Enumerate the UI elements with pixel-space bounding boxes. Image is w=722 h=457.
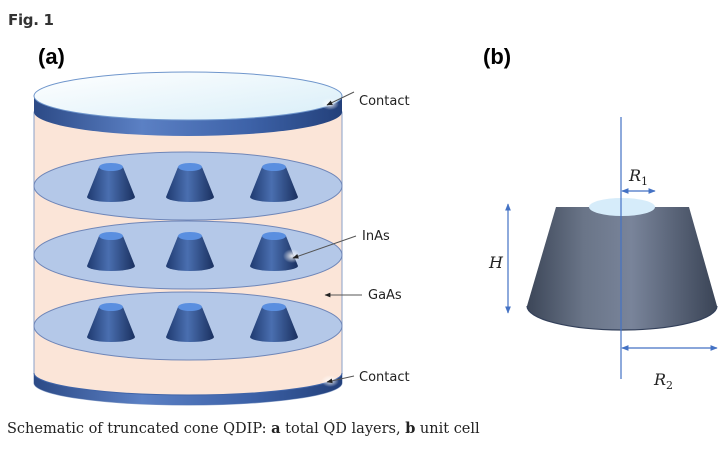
inas-arrow	[292, 235, 357, 259]
bottom-contact-label: Contact	[359, 370, 410, 385]
quantum-dot	[250, 232, 298, 271]
caption-b-text: unit cell	[415, 421, 480, 437]
quantum-dot	[87, 163, 135, 202]
inas-glow	[283, 249, 301, 263]
top-contact-arrow	[326, 91, 355, 106]
quantum-dot	[166, 303, 214, 342]
truncated-cone	[526, 198, 718, 331]
height-label: H	[488, 253, 504, 272]
quantum-dot	[250, 163, 298, 202]
qd-layers	[33, 151, 343, 361]
quantum-dot	[87, 303, 135, 342]
panel-a-diagram: Contact InAs GaAs Contact	[33, 71, 410, 406]
caption-a-key: a	[271, 420, 281, 437]
figure-label: Fig. 1	[8, 11, 54, 29]
qd-layer	[33, 291, 343, 361]
inas-label: InAs	[362, 229, 390, 244]
quantum-dot	[166, 232, 214, 271]
top-contact-label: Contact	[359, 94, 410, 109]
caption-a-text: total QD layers,	[280, 421, 406, 437]
bottom-radius-label: R2	[653, 370, 673, 392]
gaas-label: GaAs	[368, 288, 402, 303]
panel-b-diagram: H R1 R2	[488, 117, 718, 392]
figure-caption: Schematic of truncated cone QDIP: a tota…	[7, 420, 480, 437]
qd-layer	[33, 220, 343, 290]
caption-prefix: Schematic of truncated cone QDIP:	[7, 421, 272, 437]
qd-layer	[33, 151, 343, 221]
quantum-dot	[166, 163, 214, 202]
panel-a-label: (a)	[38, 44, 65, 69]
caption-b-key: b	[405, 420, 416, 437]
quantum-dot	[87, 232, 135, 271]
top-radius-label: R1	[628, 166, 648, 188]
top-contact	[33, 71, 343, 136]
quantum-dot	[250, 303, 298, 342]
panel-b-label: (b)	[483, 44, 512, 69]
bottom-contact-arrow	[326, 375, 355, 384]
